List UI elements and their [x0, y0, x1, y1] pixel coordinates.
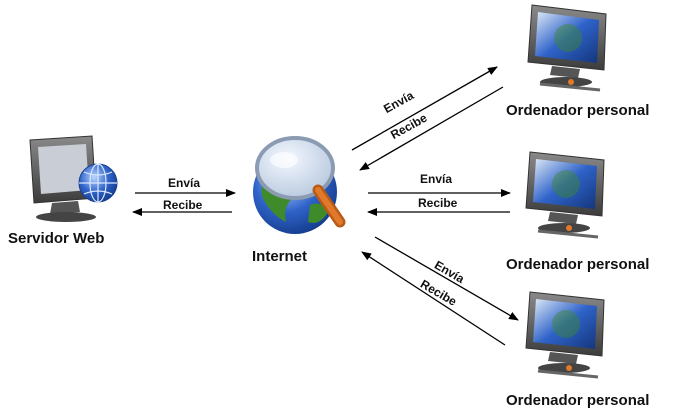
- globe-magnifier-icon: [253, 136, 346, 234]
- client-3-label: Ordenador personal: [506, 392, 650, 409]
- web-server-icon: [29, 135, 118, 222]
- client-1-label: Ordenador personal: [506, 102, 650, 119]
- client2-receive-label: Recibe: [418, 196, 458, 210]
- arrow-client1-receive: [359, 86, 504, 171]
- personal-computer-icon: [525, 151, 605, 239]
- client2-send-label: Envía: [420, 172, 453, 186]
- personal-computer-icon: [527, 4, 607, 92]
- arrow-client3-receive: [361, 251, 506, 346]
- arrow-client1-send: [351, 66, 498, 151]
- server-receive-label: Recibe: [163, 198, 203, 212]
- server-send-label: Envía: [168, 176, 201, 190]
- client-2-label: Ordenador personal: [506, 256, 650, 273]
- internet-label: Internet: [252, 248, 308, 265]
- server-label: Servidor Web: [8, 230, 105, 247]
- personal-computer-icon: [525, 291, 605, 379]
- arrow-client3-send: [374, 236, 519, 321]
